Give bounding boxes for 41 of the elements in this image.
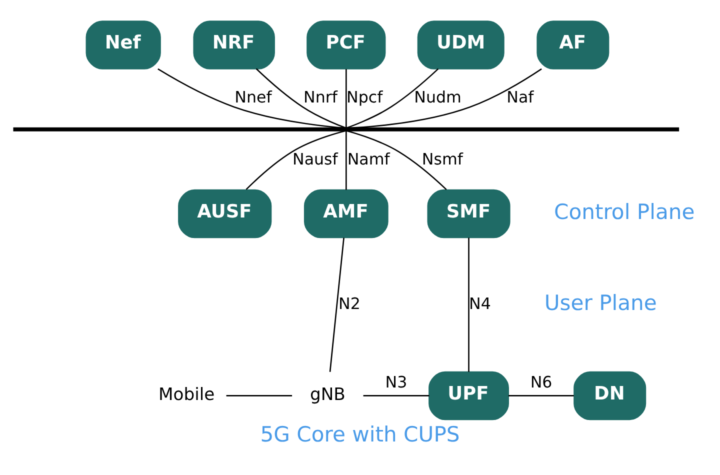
connector <box>346 130 347 190</box>
connector <box>256 68 346 129</box>
connector <box>226 395 292 396</box>
edge-label: N6 <box>530 372 552 392</box>
edge-label: Nnef <box>234 87 272 106</box>
node-box: DN <box>574 371 646 420</box>
edge-label: Naf <box>506 87 534 106</box>
connector <box>346 68 439 129</box>
caption: 5G Core with CUPS <box>260 422 460 447</box>
connector <box>329 238 344 372</box>
node-text: gNB <box>310 385 346 406</box>
edge-label: Namf <box>347 149 390 168</box>
node-text: Mobile <box>158 385 215 406</box>
node-box: UDM <box>417 20 504 70</box>
node-box: NRF <box>193 20 275 70</box>
node-bar <box>13 127 680 132</box>
edge-label: Nausf <box>292 149 338 168</box>
edge-label: N2 <box>338 294 360 313</box>
connector <box>346 69 347 128</box>
edge-label: N4 <box>469 294 491 313</box>
edge-label: Nnrf <box>303 87 338 106</box>
connector <box>363 395 430 396</box>
node-box: Nef <box>86 20 161 70</box>
edge-label: N3 <box>385 372 408 392</box>
node-box: PCF <box>306 20 386 70</box>
connector <box>246 130 346 190</box>
edge-label: Nudm <box>414 87 462 106</box>
node-box: AUSF <box>178 189 272 238</box>
label: Control Plane <box>554 198 695 224</box>
connector <box>158 68 346 129</box>
connector <box>346 130 447 190</box>
node-box: AF <box>536 20 610 70</box>
node-box: UPF <box>428 371 509 420</box>
connector <box>346 68 542 129</box>
node-box: AMF <box>304 189 388 238</box>
connector <box>508 395 574 396</box>
edge-label: Npcf <box>346 87 383 106</box>
connector <box>468 238 470 372</box>
node-box: SMF <box>427 189 510 238</box>
edge-label: Nsmf <box>422 149 463 168</box>
label: User Plane <box>544 290 657 315</box>
